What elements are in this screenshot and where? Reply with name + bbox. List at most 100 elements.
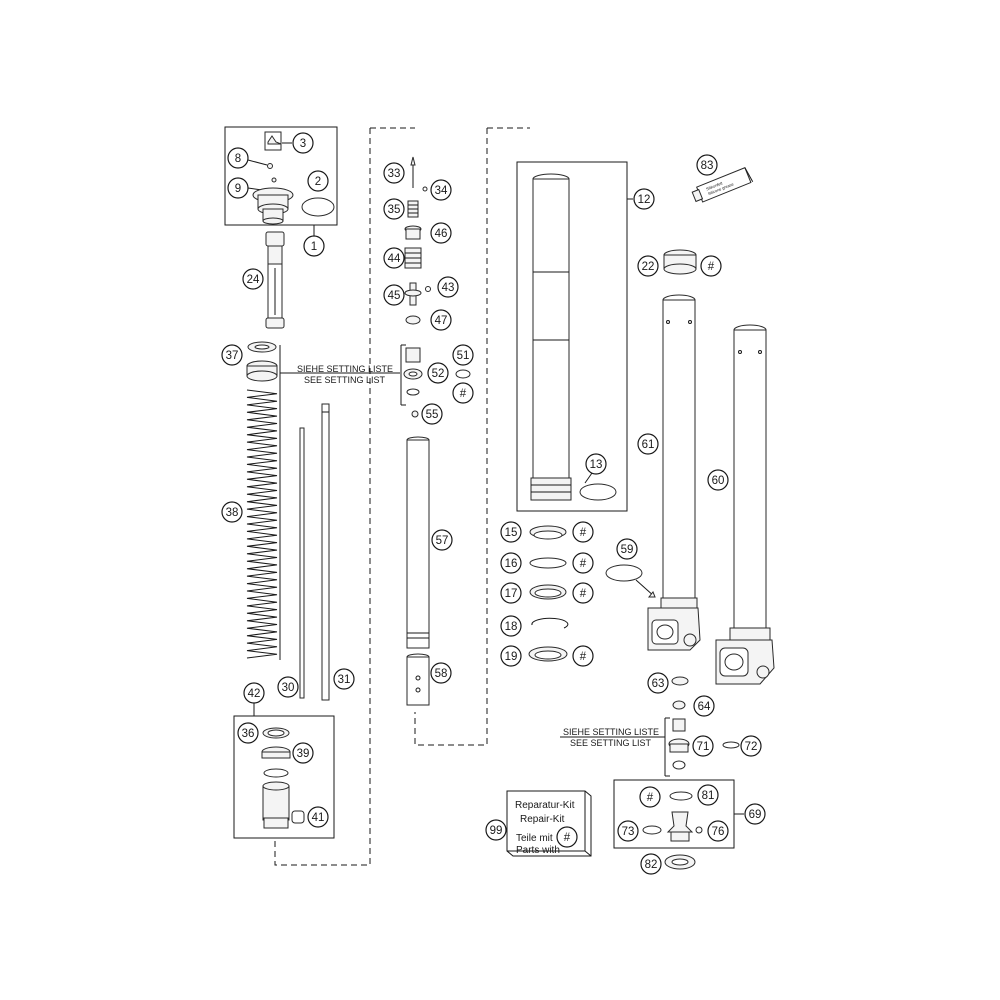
callout-label: 99 bbox=[490, 825, 503, 837]
callout-label: 34 bbox=[435, 185, 448, 197]
callout-71: 71 bbox=[692, 735, 714, 757]
repair-kit-line2: Repair-Kit bbox=[520, 814, 565, 825]
callout-hash-c15h: # bbox=[572, 521, 594, 543]
callout-12: 12 bbox=[633, 188, 655, 210]
callout-circle bbox=[500, 582, 522, 604]
callout-label: 43 bbox=[442, 282, 455, 294]
callout-circle bbox=[383, 284, 405, 306]
callout-59: 59 bbox=[616, 538, 638, 560]
callout-circle bbox=[707, 469, 729, 491]
callout-3: 3 bbox=[292, 132, 314, 154]
callout-17: 17 bbox=[500, 582, 522, 604]
callout-label: 41 bbox=[312, 812, 325, 824]
callout-33: 33 bbox=[383, 162, 405, 184]
callout-label: # bbox=[647, 792, 654, 804]
callout-circle bbox=[431, 529, 453, 551]
callout-circle bbox=[383, 162, 405, 184]
setting-note-2-en: SEE SETTING LIST bbox=[570, 738, 652, 748]
callout-circle bbox=[633, 188, 655, 210]
callout-label: 18 bbox=[505, 621, 518, 633]
callout-hash-c69h: # bbox=[639, 786, 661, 808]
callout-label: 73 bbox=[622, 826, 635, 838]
fork-leg-60 bbox=[715, 324, 775, 685]
callout-circle bbox=[485, 819, 507, 841]
callout-circle bbox=[616, 538, 638, 560]
callout-label: 51 bbox=[457, 350, 470, 362]
callout-64: 64 bbox=[693, 695, 715, 717]
callout-label: 13 bbox=[590, 459, 603, 471]
callout-circle bbox=[617, 820, 639, 842]
callout-81: 81 bbox=[697, 784, 719, 806]
callout-label: 22 bbox=[642, 261, 655, 273]
callout-label: 31 bbox=[338, 674, 351, 686]
callout-label: 46 bbox=[435, 228, 448, 240]
callout-label: 42 bbox=[248, 688, 261, 700]
cap-assembly-box bbox=[224, 126, 338, 236]
callout-circle bbox=[427, 362, 449, 384]
callout-circle bbox=[585, 453, 607, 475]
callout-9: 9 bbox=[227, 177, 249, 199]
callout-circle bbox=[430, 662, 452, 684]
callout-label: 33 bbox=[388, 168, 401, 180]
callout-circle bbox=[237, 722, 259, 744]
seal-group bbox=[528, 525, 569, 662]
callout-circle bbox=[383, 198, 405, 220]
callout-58: 58 bbox=[430, 662, 452, 684]
callout-76: 76 bbox=[707, 820, 729, 842]
callout-circle bbox=[740, 735, 762, 757]
rods-group bbox=[299, 403, 330, 701]
callout-1: 1 bbox=[303, 235, 325, 257]
callout-circle bbox=[500, 552, 522, 574]
callout-label: # bbox=[580, 558, 587, 570]
repair-kit-line4: Parts with bbox=[516, 845, 560, 856]
callout-circle bbox=[744, 803, 766, 825]
callout-circle bbox=[221, 344, 243, 366]
callout-label: # bbox=[460, 388, 467, 400]
callout-19: 19 bbox=[500, 645, 522, 667]
callout-circle bbox=[452, 344, 474, 366]
callout-circle bbox=[572, 521, 594, 543]
callout-label: 59 bbox=[621, 544, 634, 556]
callout-label: 57 bbox=[436, 535, 449, 547]
callout-63: 63 bbox=[647, 672, 669, 694]
callout-label: 61 bbox=[642, 439, 655, 451]
callout-label: 8 bbox=[235, 153, 241, 165]
callout-label: # bbox=[580, 651, 587, 663]
callout-46: 46 bbox=[430, 222, 452, 244]
callout-circle bbox=[697, 784, 719, 806]
callout-label: 39 bbox=[297, 748, 310, 760]
callout-circle bbox=[421, 403, 443, 425]
callout-label: 2 bbox=[315, 176, 321, 188]
tube-label-line1: Silikonfett bbox=[705, 180, 724, 191]
callout-99: 99 bbox=[485, 819, 507, 841]
callout-circle bbox=[242, 268, 264, 290]
callout-label: 16 bbox=[505, 558, 518, 570]
callout-39: 39 bbox=[292, 742, 314, 764]
callout-label: 63 bbox=[652, 678, 665, 690]
callout-circle bbox=[227, 147, 249, 169]
callout-hash-c52h: # bbox=[452, 382, 474, 404]
callout-18: 18 bbox=[500, 615, 522, 637]
bushing-22 bbox=[663, 249, 697, 275]
callout-circle bbox=[227, 177, 249, 199]
callout-label: # bbox=[580, 527, 587, 539]
part-24-cartridge bbox=[265, 231, 285, 329]
callout-label: 71 bbox=[697, 741, 710, 753]
callout-circle bbox=[383, 247, 405, 269]
callout-42: 42 bbox=[243, 682, 265, 704]
callout-38: 38 bbox=[221, 501, 243, 523]
callout-label: 55 bbox=[426, 409, 439, 421]
callout-30: 30 bbox=[277, 676, 299, 698]
callout-hash-ckit: # bbox=[556, 826, 578, 848]
callout-circle bbox=[277, 676, 299, 698]
callout-circle bbox=[700, 255, 722, 277]
callout-circle bbox=[637, 433, 659, 455]
callout-label: 38 bbox=[226, 507, 239, 519]
callout-circle bbox=[452, 382, 474, 404]
callout-55: 55 bbox=[421, 403, 443, 425]
callout-label: 58 bbox=[435, 668, 448, 680]
callout-69: 69 bbox=[744, 803, 766, 825]
callout-circle bbox=[572, 552, 594, 574]
callout-label: 12 bbox=[638, 194, 651, 206]
callout-hash-c19h: # bbox=[572, 645, 594, 667]
